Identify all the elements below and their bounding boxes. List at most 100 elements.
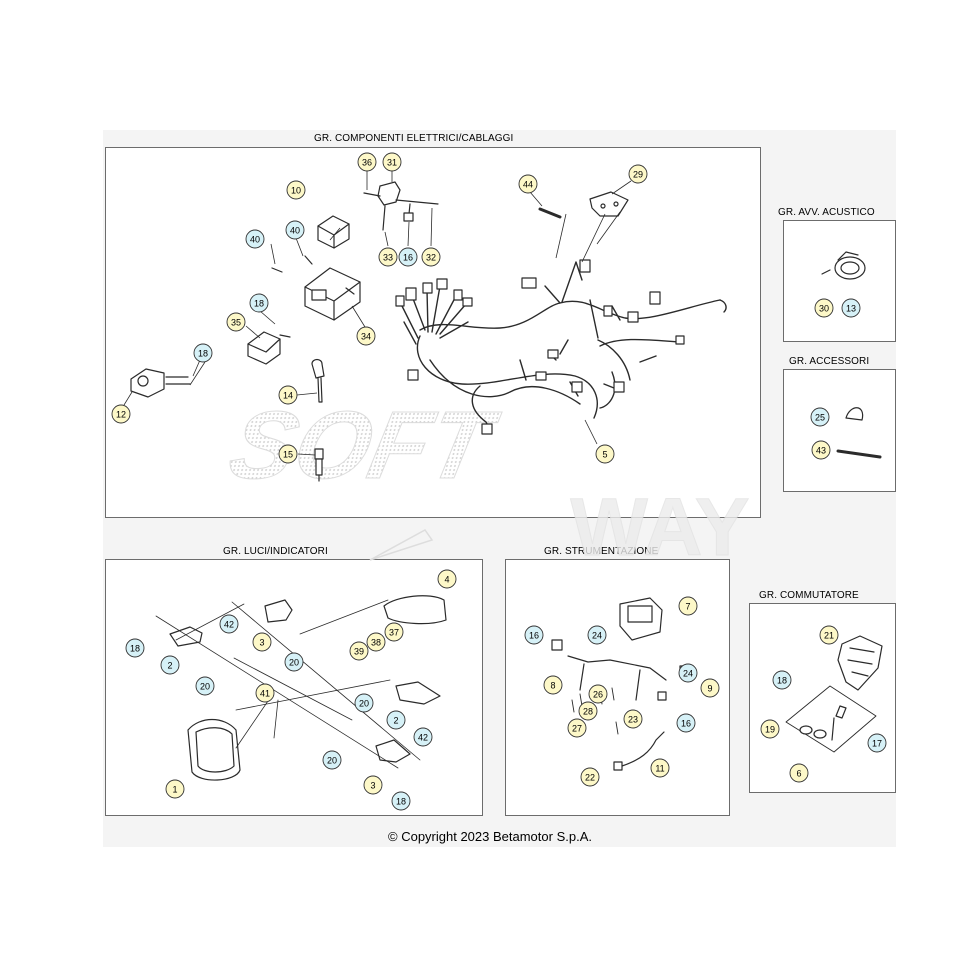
callout-number: 22 — [585, 773, 595, 783]
callout-28: 28 — [578, 701, 598, 721]
callout-41: 41 — [255, 683, 275, 703]
callout-18: 18 — [193, 343, 213, 363]
callout-2: 2 — [386, 710, 406, 730]
callout-2: 2 — [160, 655, 180, 675]
callout-number: 44 — [523, 180, 533, 190]
callout-number: 14 — [283, 391, 293, 401]
callout-number: 42 — [418, 733, 428, 743]
callout-number: 23 — [628, 715, 638, 725]
callout-circle — [628, 164, 648, 184]
callout-circle — [249, 293, 269, 313]
callout-number: 18 — [130, 644, 140, 654]
callout-18: 18 — [125, 638, 145, 658]
callout-number: 31 — [387, 158, 397, 168]
callout-33: 33 — [378, 247, 398, 267]
callout-circle — [819, 625, 839, 645]
part-cable-tie — [845, 407, 864, 421]
callout-24: 24 — [678, 663, 698, 683]
part-speed-sensor-cable — [613, 731, 665, 771]
callout-8: 8 — [543, 675, 563, 695]
callout-circle — [125, 638, 145, 658]
part-starter-relay — [130, 368, 191, 398]
callout-number: 16 — [681, 719, 691, 729]
callout-number: 16 — [529, 631, 539, 641]
callout-number: 5 — [602, 450, 607, 460]
callout-circle — [814, 298, 834, 318]
callout-number: 7 — [685, 602, 690, 612]
callout-16: 16 — [676, 713, 696, 733]
callout-20: 20 — [284, 652, 304, 672]
copyright-notice: © Copyright 2023 Betamotor S.p.A. — [388, 829, 592, 844]
part-kill-switch — [363, 181, 439, 231]
part-cdi-unit — [304, 267, 361, 321]
callout-circle — [226, 312, 246, 332]
callout-circle — [391, 791, 411, 811]
callout-25: 25 — [810, 407, 830, 427]
callout-number: 12 — [116, 410, 126, 420]
callout-39: 39 — [349, 641, 369, 661]
callout-circle — [245, 229, 265, 249]
callout-circle — [772, 670, 792, 690]
callout-number: 40 — [290, 226, 300, 236]
callout-5: 5 — [595, 444, 615, 464]
callout-1: 1 — [165, 779, 185, 799]
callout-3: 3 — [363, 775, 383, 795]
part-regulator — [247, 331, 281, 365]
part-horn — [834, 251, 866, 280]
callout-43: 43 — [811, 440, 831, 460]
callout-10: 10 — [286, 180, 306, 200]
callout-number: 9 — [707, 684, 712, 694]
group-title-instruments: GR. STRUMENTAZIONE — [544, 546, 659, 557]
callout-number: 20 — [327, 756, 337, 766]
part-ignition-switch-cover — [837, 635, 883, 691]
callout-circle — [284, 652, 304, 672]
callout-circle — [518, 174, 538, 194]
callout-number: 3 — [259, 638, 264, 648]
panel-accessories — [783, 369, 896, 492]
watermark: SOFT WAY — [221, 390, 751, 573]
callout-number: 38 — [371, 638, 381, 648]
watermark-line2: WAY — [570, 482, 749, 573]
callout-circle — [421, 247, 441, 267]
callout-circle — [543, 675, 563, 695]
callout-4: 4 — [437, 569, 457, 589]
callout-circle — [810, 407, 830, 427]
callout-number: 30 — [819, 304, 829, 314]
callout-circle — [278, 385, 298, 405]
callout-circle — [111, 404, 131, 424]
lights-leader-lines — [155, 599, 421, 769]
callout-20: 20 — [354, 693, 374, 713]
part-relay-box — [317, 215, 350, 249]
callout-number: 18 — [254, 299, 264, 309]
group-title-accessories: GR. ACCESSORI — [789, 356, 870, 367]
callout-circle — [580, 767, 600, 787]
callout-number: 4 — [444, 575, 449, 585]
part-ignition-switch — [785, 685, 877, 753]
part-headlight — [187, 718, 241, 781]
part-front-indicator-left — [169, 626, 203, 647]
callout-circle — [255, 683, 275, 703]
callout-31: 31 — [382, 152, 402, 172]
callout-40: 40 — [245, 229, 265, 249]
callout-number: 32 — [426, 253, 436, 263]
callout-18: 18 — [249, 293, 269, 313]
callout-34: 34 — [356, 326, 376, 346]
callout-18: 18 — [391, 791, 411, 811]
callout-21: 21 — [819, 625, 839, 645]
callout-36: 36 — [357, 152, 377, 172]
callout-circle — [165, 779, 185, 799]
watermark-swoosh — [369, 529, 434, 561]
part-pin — [538, 207, 562, 219]
callout-leaders — [123, 170, 632, 456]
callout-number: 19 — [765, 725, 775, 735]
callout-19: 19 — [760, 719, 780, 739]
callout-38: 38 — [366, 632, 386, 652]
callout-24: 24 — [587, 625, 607, 645]
group-title-components: GR. COMPONENTI ELETTRICI/CABLAGGI — [314, 133, 514, 144]
callout-circle — [322, 750, 342, 770]
callout-number: 13 — [846, 304, 856, 314]
callout-13: 13 — [841, 298, 861, 318]
callout-circle — [386, 710, 406, 730]
callout-circle — [363, 775, 383, 795]
callout-circle — [524, 625, 544, 645]
